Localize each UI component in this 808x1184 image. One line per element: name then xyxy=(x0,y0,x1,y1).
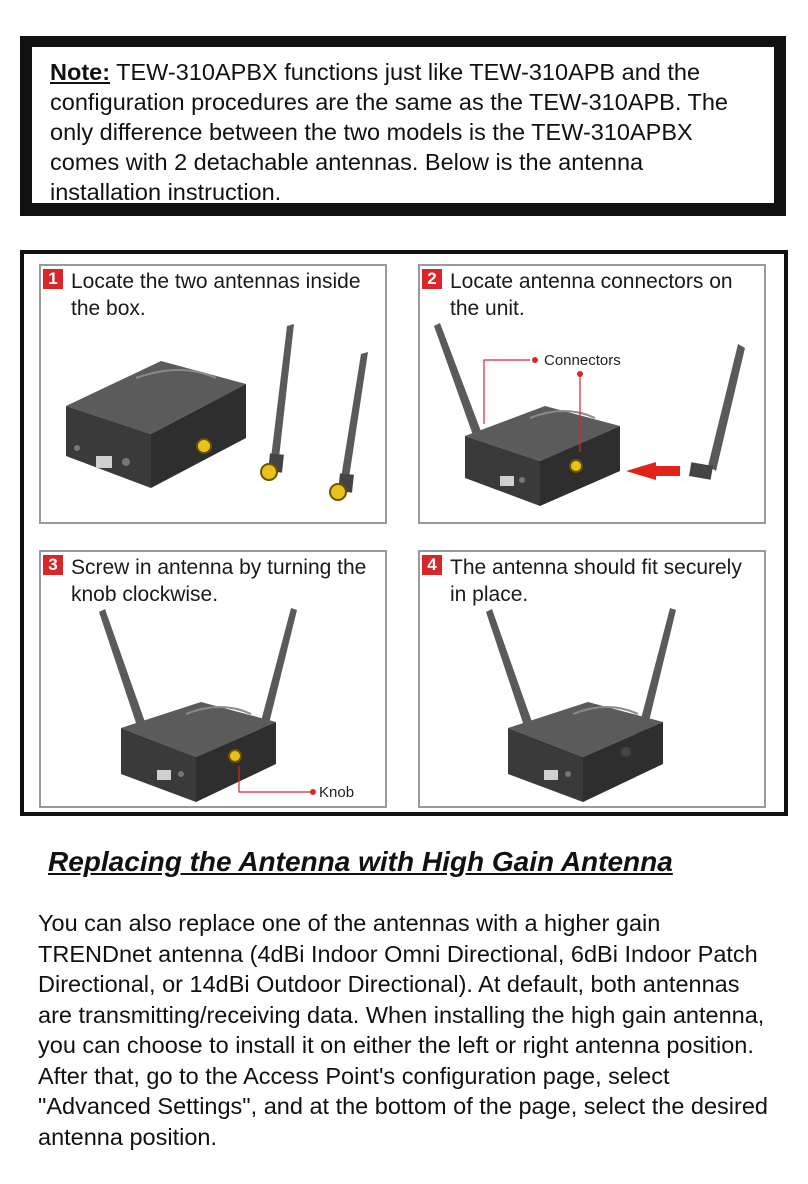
antenna-icon xyxy=(255,608,297,748)
step-2-illustration: Connectors xyxy=(434,323,745,506)
ethernet-port-icon xyxy=(157,770,171,780)
step-number-badge: 3 xyxy=(43,555,63,575)
antenna-icon xyxy=(271,324,294,458)
antenna-icon xyxy=(434,323,482,438)
ethernet-port-icon xyxy=(500,476,514,486)
body-paragraph: You can also replace one of the antennas… xyxy=(38,910,768,1150)
step-caption: Locate the two antennas inside the box. xyxy=(71,270,361,320)
step-4-panel: 4 The antenna should fit securely in pla… xyxy=(418,550,766,808)
note-label: Note: xyxy=(50,59,111,85)
step-number-badge: 2 xyxy=(422,269,442,289)
antenna-icon xyxy=(636,608,676,742)
section-heading: Replacing the Antenna with High Gain Ant… xyxy=(48,846,673,877)
step-3-illustration: Knob xyxy=(99,608,354,802)
step-caption: Screw in antenna by turning the knob clo… xyxy=(71,556,367,606)
antenna-icon xyxy=(486,609,532,726)
step-4-illustration xyxy=(486,608,676,802)
step-1-panel: 1 Locate the two antennas inside the box… xyxy=(39,264,387,524)
ethernet-port-icon xyxy=(544,770,558,780)
knob-icon xyxy=(228,749,242,763)
note-box-inner: Note: TEW-310APBX functions just like TE… xyxy=(30,45,776,205)
antenna-icon xyxy=(708,344,745,471)
step-2-panel: Connectors 2 Locate antenna connectors o… xyxy=(418,264,766,524)
step-3-panel: Knob 3 Screw in antenna by turning the k… xyxy=(39,550,387,808)
antenna-icon xyxy=(341,352,368,478)
step-caption: The antenna should fit securely in place… xyxy=(450,556,742,606)
antenna-installation-figure: 1 Locate the two antennas inside the box… xyxy=(20,250,788,816)
step-number-badge: 1 xyxy=(43,269,63,289)
connectors-callout: Connectors xyxy=(544,352,621,369)
note-box: Note: TEW-310APBX functions just like TE… xyxy=(20,36,786,216)
arrow-icon xyxy=(626,462,680,480)
connector-icon xyxy=(569,459,583,473)
knob-callout: Knob xyxy=(319,784,354,801)
note-text: TEW-310APBX functions just like TEW-310A… xyxy=(50,59,728,205)
connector-icon xyxy=(196,438,212,454)
step-number-badge: 4 xyxy=(422,555,442,575)
antenna-icon xyxy=(99,609,145,726)
note-paragraph: Note: TEW-310APBX functions just like TE… xyxy=(50,57,756,207)
step-caption: Locate antenna connectors on the unit. xyxy=(450,270,733,320)
step-1-illustration xyxy=(66,324,368,501)
ethernet-port-icon xyxy=(96,456,112,468)
